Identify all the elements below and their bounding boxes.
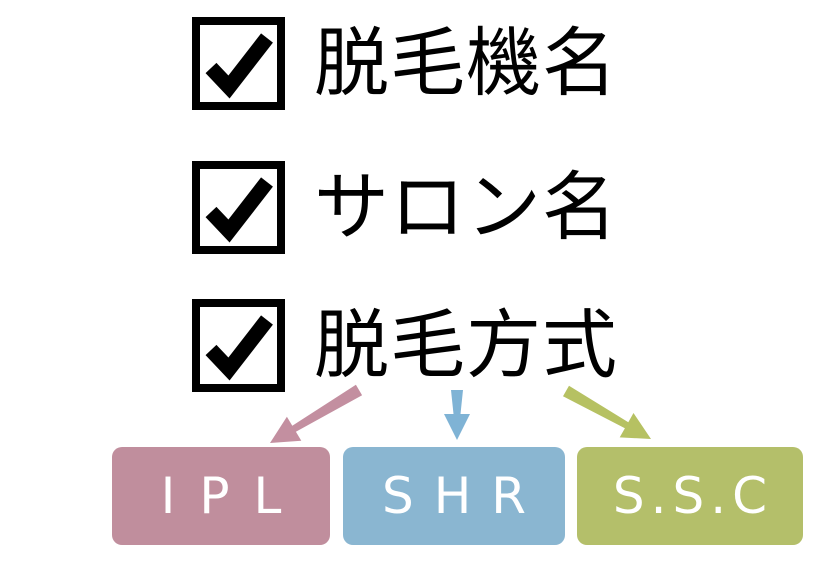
checklist-label-machine-name: 脱毛機名 bbox=[314, 19, 619, 107]
checkmark-icon bbox=[205, 315, 273, 381]
arrow-to-shr-icon bbox=[444, 390, 470, 440]
arrow-to-ssc-icon bbox=[563, 385, 651, 439]
checklist-item-machine-name: 脱毛機名 bbox=[192, 17, 618, 110]
checkmark-icon bbox=[205, 177, 273, 243]
checkbox-hair-removal-method[interactable] bbox=[192, 299, 285, 392]
method-box-ssc: S.S.C bbox=[577, 447, 803, 545]
method-label-ssc: S.S.C bbox=[612, 467, 774, 525]
checklist-item-salon-name: サロン名 bbox=[192, 161, 618, 254]
arrow-to-ipl-icon bbox=[270, 384, 363, 443]
checkbox-salon-name[interactable] bbox=[192, 161, 285, 254]
checklist-label-salon-name: サロン名 bbox=[314, 163, 619, 251]
method-label-shr: SHR bbox=[381, 467, 547, 525]
method-label-ipl: IPL bbox=[160, 467, 306, 525]
checkbox-machine-name[interactable] bbox=[192, 17, 285, 110]
checklist-label-hair-removal-method: 脱毛方式 bbox=[314, 301, 619, 389]
checklist-item-hair-removal-method: 脱毛方式 bbox=[192, 299, 618, 392]
method-box-shr: SHR bbox=[343, 447, 565, 545]
checkmark-icon bbox=[205, 33, 273, 99]
method-box-ipl: IPL bbox=[112, 447, 330, 545]
